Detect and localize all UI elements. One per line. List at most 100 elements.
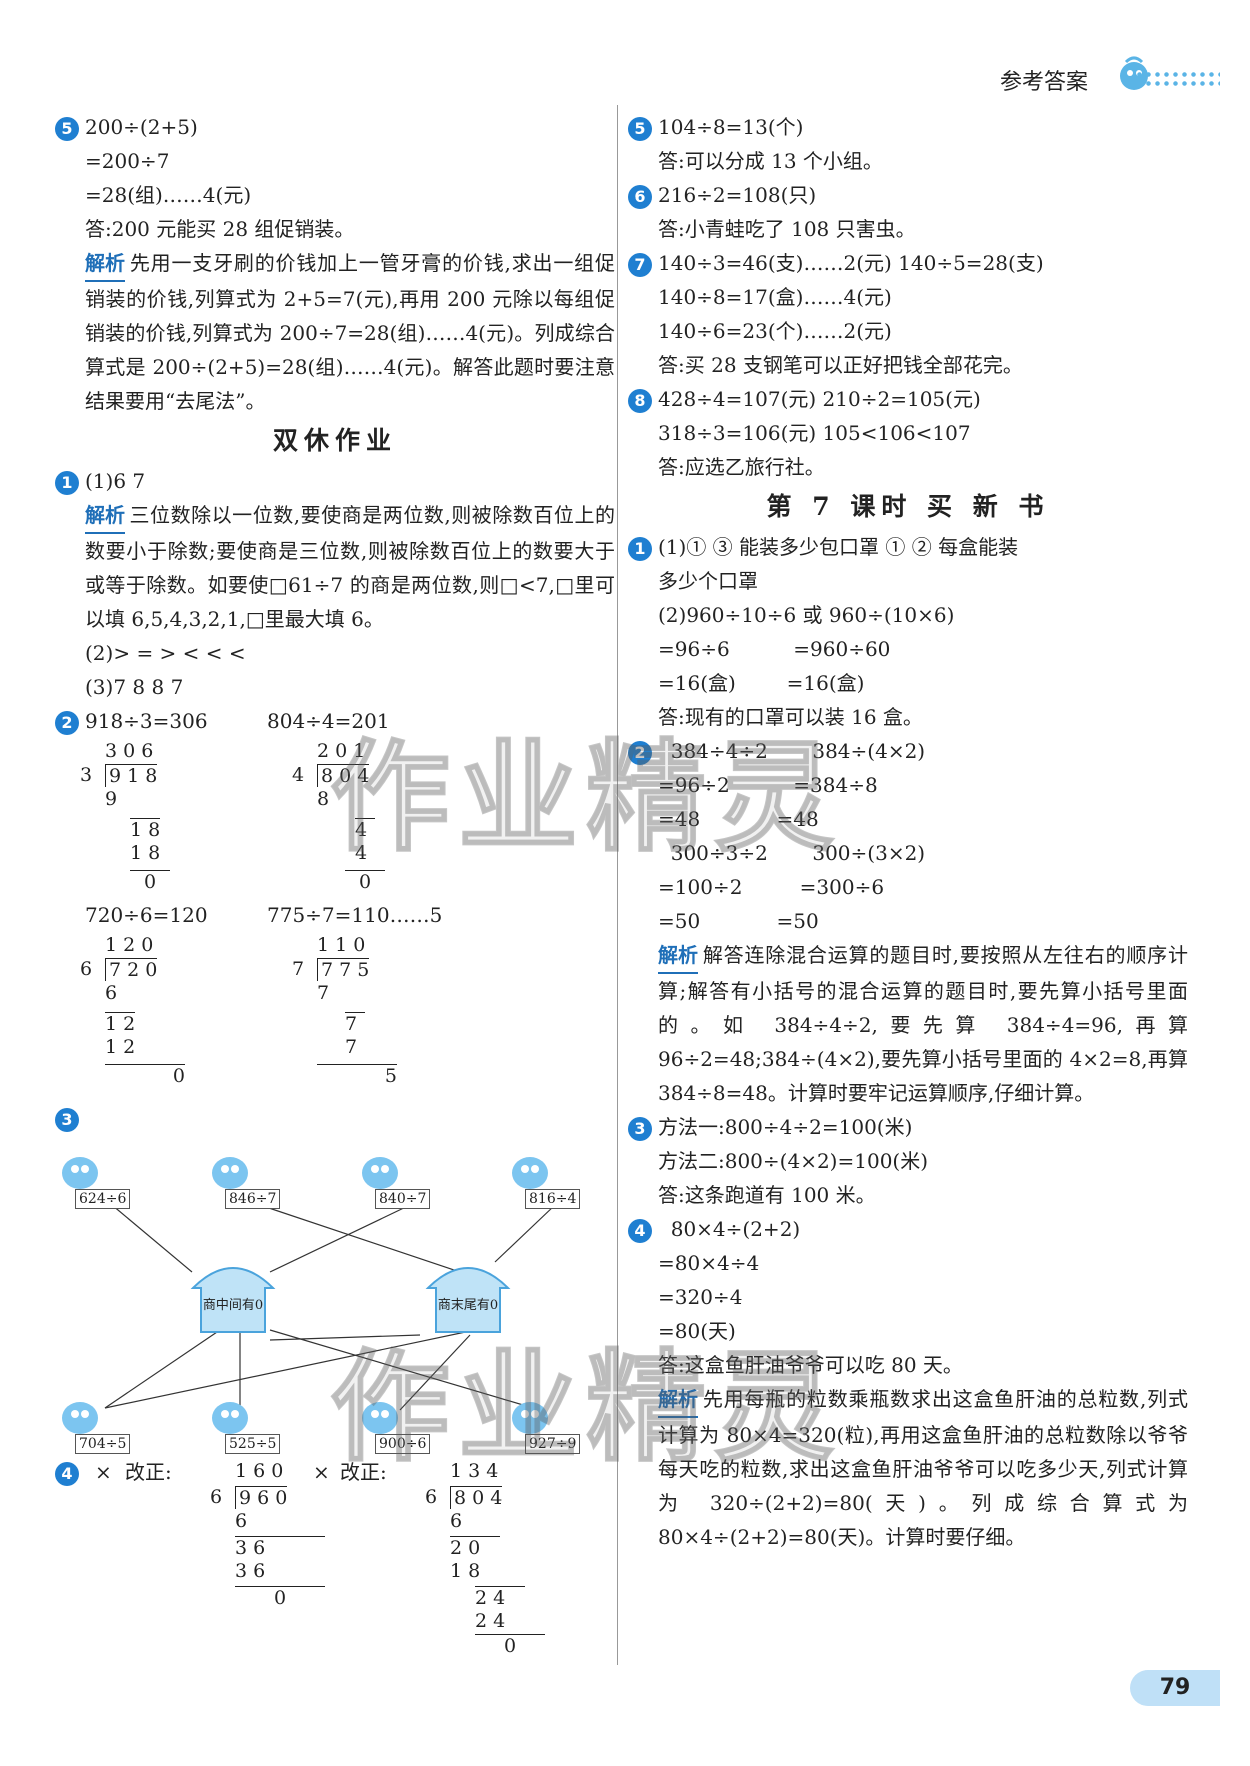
- quotient: 2 0 1: [317, 740, 366, 762]
- bug-icon: [362, 1157, 398, 1189]
- bug-card: 840÷7: [355, 1145, 435, 1215]
- step: 7: [317, 982, 330, 1004]
- answer-line: (2)960÷10÷6 或 960÷(10×6): [658, 603, 955, 627]
- expression-label: 704÷5: [75, 1434, 131, 1454]
- divisor: 3: [80, 764, 93, 786]
- long-division-row: 3 0 6 3 9 1 8 9 1 8 1 8 0 2 0 1 4 8 0 4 …: [55, 738, 615, 898]
- step: 6: [105, 982, 118, 1004]
- column-divider: [617, 105, 618, 1665]
- q5-line: =200÷7: [85, 149, 170, 173]
- step: 4: [355, 818, 375, 841]
- remainder: 0: [475, 1634, 545, 1657]
- bug-icon: [212, 1402, 248, 1434]
- step: 7: [345, 1036, 358, 1058]
- watermark: 作业精灵: [329, 1338, 842, 1479]
- answer-line: 答:这条跑道有 100 米。: [658, 1183, 876, 1207]
- answer-line: =96÷6 =960÷60: [658, 637, 891, 661]
- bug-card: 846÷7: [205, 1145, 285, 1215]
- q2-eq: 720÷6=120: [85, 903, 208, 927]
- bug-icon: [512, 1402, 548, 1434]
- bug-card: 624÷6: [55, 1145, 135, 1215]
- step: 6: [450, 1510, 463, 1532]
- dividend: 8 0 4: [450, 1486, 503, 1509]
- bug-icon: [512, 1157, 548, 1189]
- quotient: 1 6 0: [235, 1460, 284, 1482]
- page-number: 79: [1130, 1670, 1220, 1706]
- analysis-text: 先用一支牙刷的价钱加上一管牙膏的价钱,求出一组促销装的价钱,列算式为 2+5=7…: [85, 251, 615, 413]
- remainder: 0: [235, 1586, 325, 1609]
- analysis-block: 解析三位数除以一位数,要使商是两位数,则被除数百位上的数要小于除数;要使商是三位…: [55, 498, 615, 636]
- wrong-mark: ×: [95, 1460, 112, 1484]
- expression-label: 624÷6: [75, 1189, 131, 1209]
- analysis-block: 解析先用一支牙刷的价钱加上一管牙膏的价钱,求出一组促销装的价钱,列算式为 2+5…: [55, 246, 615, 418]
- correction-label: 改正:: [125, 1460, 172, 1484]
- answer-line: =96÷2 =384÷8: [658, 773, 878, 797]
- decorative-dots: [1135, 70, 1220, 90]
- question-number: 5: [628, 116, 652, 141]
- q5-line: 答:200 元能买 28 组促销装。: [85, 217, 355, 241]
- answer-line: 318÷3=106(元) 105<106<107: [658, 421, 971, 445]
- answer-line: 多少个口罩: [658, 569, 758, 593]
- q2-eq: 918÷3=306: [85, 709, 208, 733]
- answer-line: 答:小青蛙吃了 108 只害虫。: [658, 217, 916, 241]
- q5-line: 200÷(2+5): [85, 115, 198, 139]
- question-number: 7: [628, 252, 652, 277]
- divisor: 6: [425, 1486, 438, 1508]
- bug-card: 816÷4: [505, 1145, 585, 1215]
- question-number: 2: [55, 710, 79, 735]
- step: 2 0: [450, 1536, 500, 1559]
- step: 7: [345, 1012, 365, 1035]
- long-division-row: 1 2 0 6 7 2 0 6 1 2 1 2 0 1 1 0 7 7 7 5 …: [55, 932, 615, 1092]
- expression-label: 846÷7: [225, 1189, 281, 1209]
- q2-eq: 804÷4=201: [267, 709, 390, 733]
- quotient: 1 2 0: [105, 934, 154, 956]
- divisor: 4: [292, 764, 305, 786]
- dividend: 8 0 4: [317, 764, 370, 787]
- answer-line: =100÷2 =300÷6: [658, 875, 885, 899]
- step: 3 6: [235, 1560, 266, 1582]
- house-icon: [190, 1267, 276, 1333]
- house-label: 商中间有0: [202, 1298, 264, 1313]
- house-label: 商末尾有0: [437, 1298, 499, 1313]
- section-title: 双休作业: [272, 426, 397, 455]
- expression-label: 816÷4: [525, 1189, 581, 1209]
- analysis-label: 解析: [658, 1382, 698, 1418]
- step: 1 8: [450, 1560, 481, 1582]
- question-number: 2: [628, 740, 652, 765]
- step: 4: [355, 842, 368, 864]
- watermark: 作业精灵: [329, 728, 842, 869]
- analysis-label: 解析: [85, 246, 125, 282]
- answer-line: 答:应选乙旅行社。: [658, 455, 825, 479]
- question-number: 3: [628, 1116, 652, 1141]
- remainder: 5: [317, 1064, 397, 1087]
- analysis-text: 先用每瓶的粒数乘瓶数求出这盒鱼肝油的总粒数,列式计算为 80×4=320(粒),…: [658, 1387, 1188, 1549]
- answer-line: 80×4÷(2+2): [658, 1217, 801, 1241]
- left-q1: 1(1)6 7 解析三位数除以一位数,要使商是两位数,则被除数百位上的数要小于除…: [55, 464, 615, 704]
- q5-line: =28(组)……4(元): [85, 183, 252, 207]
- analysis-text: 解答连除混合运算的题目时,要按照从左往右的顺序计算;解答有小括号的混合运算的题目…: [658, 943, 1188, 1105]
- q2-eq: 775÷7=110……5: [267, 903, 443, 927]
- bug-card: 900÷6: [355, 1390, 435, 1460]
- step: 9: [105, 788, 118, 810]
- bug-icon: [62, 1157, 98, 1189]
- correction-label: 改正:: [340, 1460, 387, 1484]
- q1-line: (3)7 8 8 7: [85, 675, 184, 699]
- bug-card: 704÷5: [55, 1390, 135, 1460]
- answer-line: 428÷4=107(元) 210÷2=105(元): [658, 387, 981, 411]
- analysis-block: 解析先用每瓶的粒数乘瓶数求出这盒鱼肝油的总粒数,列式计算为 80×4=320(粒…: [628, 1382, 1188, 1554]
- analysis-text: 三位数除以一位数,要使商是两位数,则被除数百位上的数要小于除数;要使商是三位数,…: [85, 503, 615, 631]
- question-number: 8: [628, 388, 652, 413]
- answer-line: =80×4÷4: [658, 1251, 760, 1275]
- step: 2 4: [475, 1610, 506, 1632]
- answer-line: 216÷2=108(只): [658, 183, 817, 207]
- section-title: 第 7 课时 买 新 书: [766, 492, 1050, 521]
- answer-line: 300÷3÷2 300÷(3×2): [658, 841, 926, 865]
- house-card: 商中间有0: [185, 1252, 281, 1340]
- step: 3 6: [235, 1536, 325, 1559]
- long-division: 1 6 0 6 9 6 0 6 3 6 3 6 0: [185, 1460, 385, 1620]
- remainder: 0: [130, 870, 170, 893]
- answer-line: 答:这盒鱼肝油爷爷可以吃 80 天。: [658, 1353, 963, 1377]
- answer-line: 140÷3=46(支)……2(元) 140÷5=28(支): [658, 251, 1044, 275]
